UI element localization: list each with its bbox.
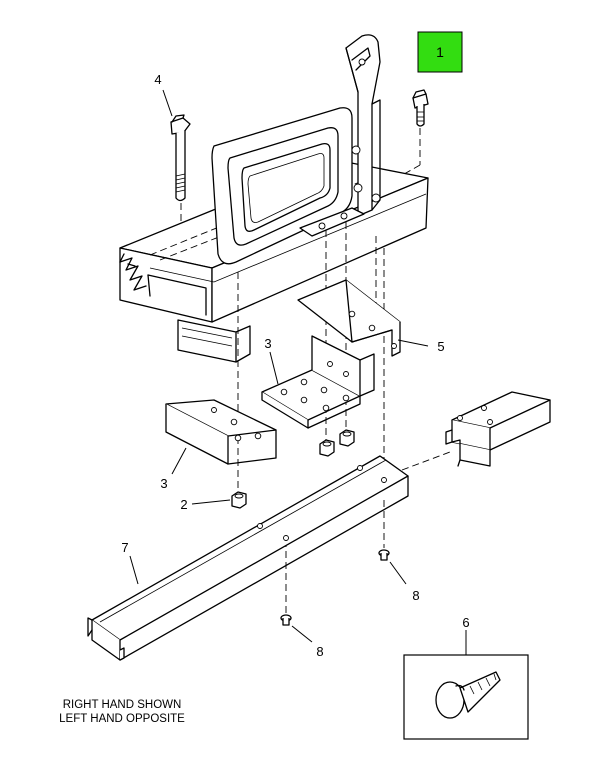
callout-1[interactable]: 1 <box>436 44 444 60</box>
callout-5[interactable]: 5 <box>437 339 444 354</box>
screw-item-6[interactable] <box>435 671 501 719</box>
leader-2 <box>191 499 231 505</box>
bolt-item-1[interactable] <box>412 89 429 127</box>
callout-8-right[interactable]: 8 <box>412 588 419 603</box>
channel-right[interactable] <box>445 391 551 467</box>
screw-item-8-left[interactable] <box>280 614 292 626</box>
bracket-item-3-upper[interactable] <box>261 335 375 429</box>
bracket-item-3-lower[interactable] <box>165 399 277 465</box>
nut-upper-2[interactable] <box>339 429 355 447</box>
callout-8-left[interactable]: 8 <box>316 644 323 659</box>
item-1-highlight-box[interactable] <box>417 31 463 73</box>
leader-3-lower <box>171 447 187 475</box>
leader-7 <box>129 555 139 585</box>
bolt-item-4[interactable] <box>170 114 191 202</box>
callout-6[interactable]: 6 <box>462 615 469 630</box>
leader-8-left <box>291 625 313 643</box>
mirror-bracket-frame[interactable] <box>211 34 381 265</box>
nut-item-2[interactable] <box>231 491 247 509</box>
callout-4[interactable]: 4 <box>154 72 161 87</box>
callout-2[interactable]: 2 <box>180 497 187 512</box>
callout-3-upper[interactable]: 3 <box>264 336 271 351</box>
channel-item-7[interactable] <box>87 455 409 661</box>
note-line-1: RIGHT HAND SHOWN <box>63 699 182 711</box>
leader-3-upper <box>269 351 279 385</box>
screw-item-8-right[interactable] <box>378 549 390 561</box>
bracket-item-5[interactable] <box>297 279 401 357</box>
callout-7[interactable]: 7 <box>121 540 128 555</box>
nut-upper-1[interactable] <box>319 439 335 457</box>
leader-4 <box>162 89 173 117</box>
leader-8-right <box>389 561 407 585</box>
leader-5 <box>397 339 429 347</box>
note-line-2: LEFT HAND OPPOSITE <box>59 713 185 725</box>
callout-3-lower[interactable]: 3 <box>160 476 167 491</box>
